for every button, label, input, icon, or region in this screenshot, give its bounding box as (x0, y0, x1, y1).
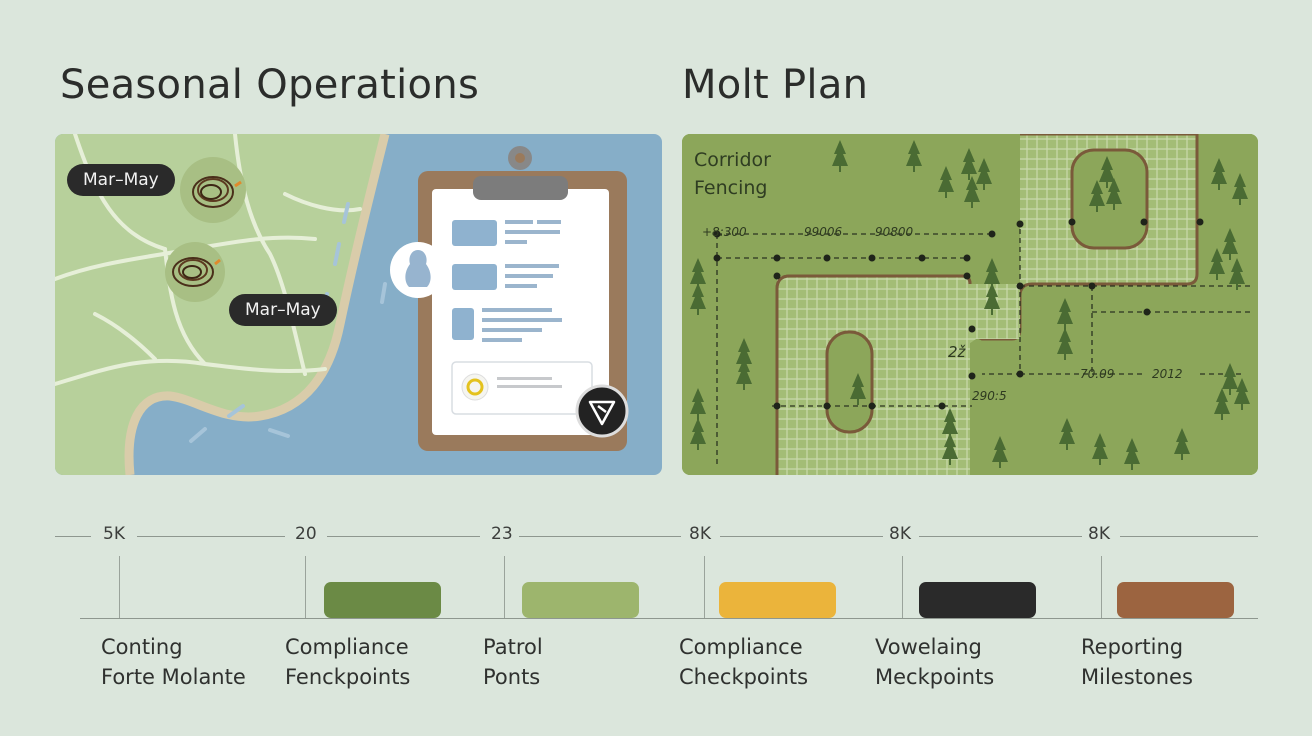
timeline-top-line (720, 536, 883, 537)
seasonal-map-panel: Mar–May Mar–May (55, 134, 662, 475)
penguin-badge-icon (390, 242, 446, 298)
timeline-value-5: 8K (889, 524, 911, 544)
timeline-value-3: 23 (491, 524, 513, 544)
timeline-tick (305, 556, 306, 618)
timeline-tick (1101, 556, 1102, 618)
clipboard-illustration (418, 146, 627, 451)
timeline-bar-compliance-checkpoints (719, 582, 836, 618)
dimension-label: 90800 (875, 225, 914, 239)
nest-marker-1 (180, 157, 246, 223)
dimension-label: 2012 (1152, 367, 1183, 381)
dimension-label: 99006 (804, 225, 843, 239)
timeline-top-line (1120, 536, 1258, 537)
molt-plan-panel: Corridor Fencing +8:300 99006 90800 2ž 7… (682, 134, 1258, 475)
timeline-bar-compliance-fenckpoints (324, 582, 441, 618)
timeline-value-2: 20 (295, 524, 317, 544)
timeline-value-4: 8K (689, 524, 711, 544)
timeline-bar-patrol-ponts (522, 582, 639, 618)
season-pill-1: Mar–May (67, 164, 175, 196)
timeline-value-6: 8K (1088, 524, 1110, 544)
timeline-bar-vowelaing-meckpoints (919, 582, 1036, 618)
dimension-label: +8:300 (702, 225, 747, 239)
dimension-label: 290:5 (972, 389, 1007, 403)
fencing-plan (682, 134, 1258, 475)
navigation-badge-icon (575, 384, 629, 438)
timeline-top-line (919, 536, 1082, 537)
dimension-label: 70.09 (1080, 367, 1115, 381)
timeline-top-line (327, 536, 480, 537)
dimension-label: 2ž (948, 343, 966, 361)
timeline-value-1: 5K (103, 524, 125, 544)
timeline-bar-reporting-milestones (1117, 582, 1234, 618)
molt-plan-title: Molt Plan (682, 62, 869, 108)
corridor-fencing-label: Corridor Fencing (694, 149, 771, 199)
seasonal-operations-title: Seasonal Operations (60, 62, 480, 108)
season-pill-2: Mar–May (229, 294, 337, 326)
timeline-top-line (137, 536, 285, 537)
seasonal-map (55, 134, 662, 475)
timeline-top-line (55, 536, 91, 537)
timeline-tick (119, 556, 120, 618)
timeline-tick (704, 556, 705, 618)
timeline-top-line (519, 536, 681, 537)
timeline-tick (902, 556, 903, 618)
timeline-bottom-line (80, 618, 1258, 619)
timeline-tick (504, 556, 505, 618)
nest-marker-2 (165, 242, 225, 302)
